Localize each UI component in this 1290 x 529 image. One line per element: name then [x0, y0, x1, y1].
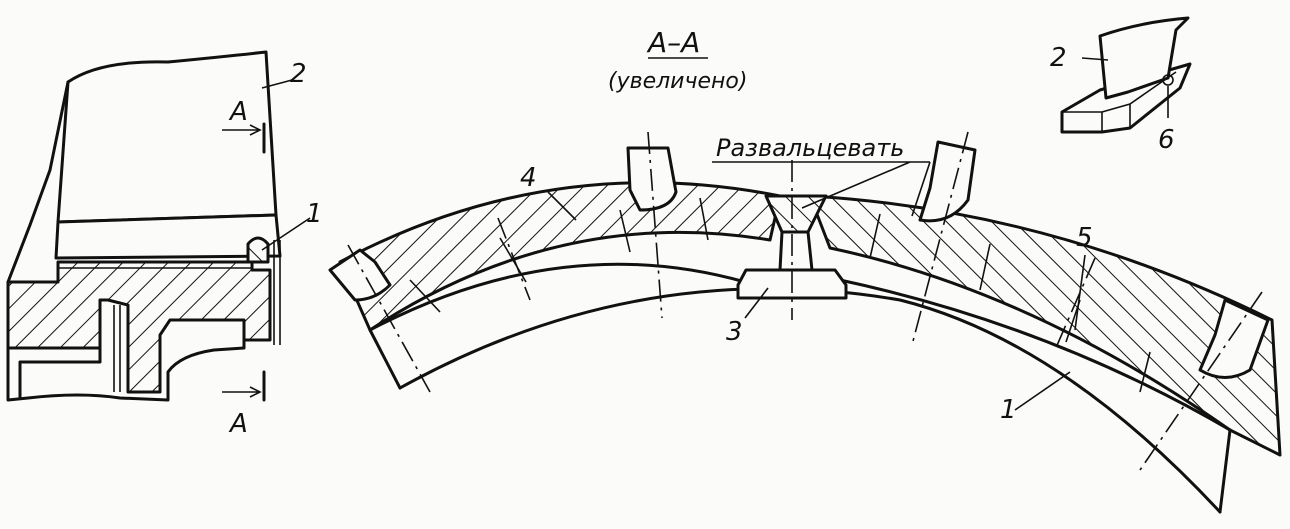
segment-joints: [409, 197, 1151, 393]
leader-left-2: [261, 79, 293, 89]
leader-arc-3: [744, 287, 769, 319]
label-cut-top: А: [228, 97, 248, 127]
rivet-pin: [778, 230, 814, 272]
blade-stub-left: [328, 248, 392, 302]
isometric-detail: [1060, 16, 1192, 134]
axis-2: [497, 217, 531, 301]
leader-iso-2: [1081, 57, 1109, 61]
segment-band-right: [808, 194, 1282, 457]
label-arc-part-4: 4: [520, 163, 537, 193]
disc-section: [6, 260, 272, 394]
label-iso-part-6: 6: [1158, 125, 1175, 155]
disc-inner-lines: [58, 240, 281, 392]
label-arc-part-5: 5: [1076, 223, 1093, 253]
leader-arc-4: [547, 191, 577, 221]
axis-1: [347, 244, 431, 393]
leader-left-1: [261, 217, 311, 251]
note-flare: Развальцевать: [716, 134, 904, 162]
section-title: А–А: [646, 26, 700, 59]
section-subtitle: (увеличено): [608, 69, 747, 94]
leader-arc-1: [1014, 371, 1071, 411]
leader-arc-5: [1074, 254, 1086, 331]
axis-3: [647, 131, 663, 319]
cut-arrow-top: [222, 124, 262, 136]
left-outer-contour: [6, 80, 246, 402]
label-cut-bottom: А: [228, 409, 248, 439]
label-left-part-1: 1: [306, 199, 323, 229]
ring-1-section: [246, 236, 270, 264]
axis-6: [1054, 257, 1096, 351]
cut-arrow-bottom: [222, 386, 262, 398]
ring-1-end: [368, 328, 1232, 514]
ring-1-inner-arc: [398, 287, 1222, 514]
blade-2-outline: [56, 50, 278, 224]
section-a-a: [328, 131, 1282, 514]
blade-stub-2: [918, 140, 977, 223]
label-arc-part-3: 3: [726, 317, 743, 347]
label-left-part-2: 2: [290, 59, 307, 89]
note-leader: [712, 161, 931, 217]
label-iso-part-2: 2: [1050, 43, 1067, 73]
disc-step: [6, 346, 102, 400]
iso-edges: [1062, 71, 1177, 132]
blade-root-band: [54, 213, 282, 260]
left-view: [6, 50, 311, 402]
label-arc-part-1: 1: [1000, 395, 1017, 425]
iso-hole-6: [1162, 74, 1174, 86]
